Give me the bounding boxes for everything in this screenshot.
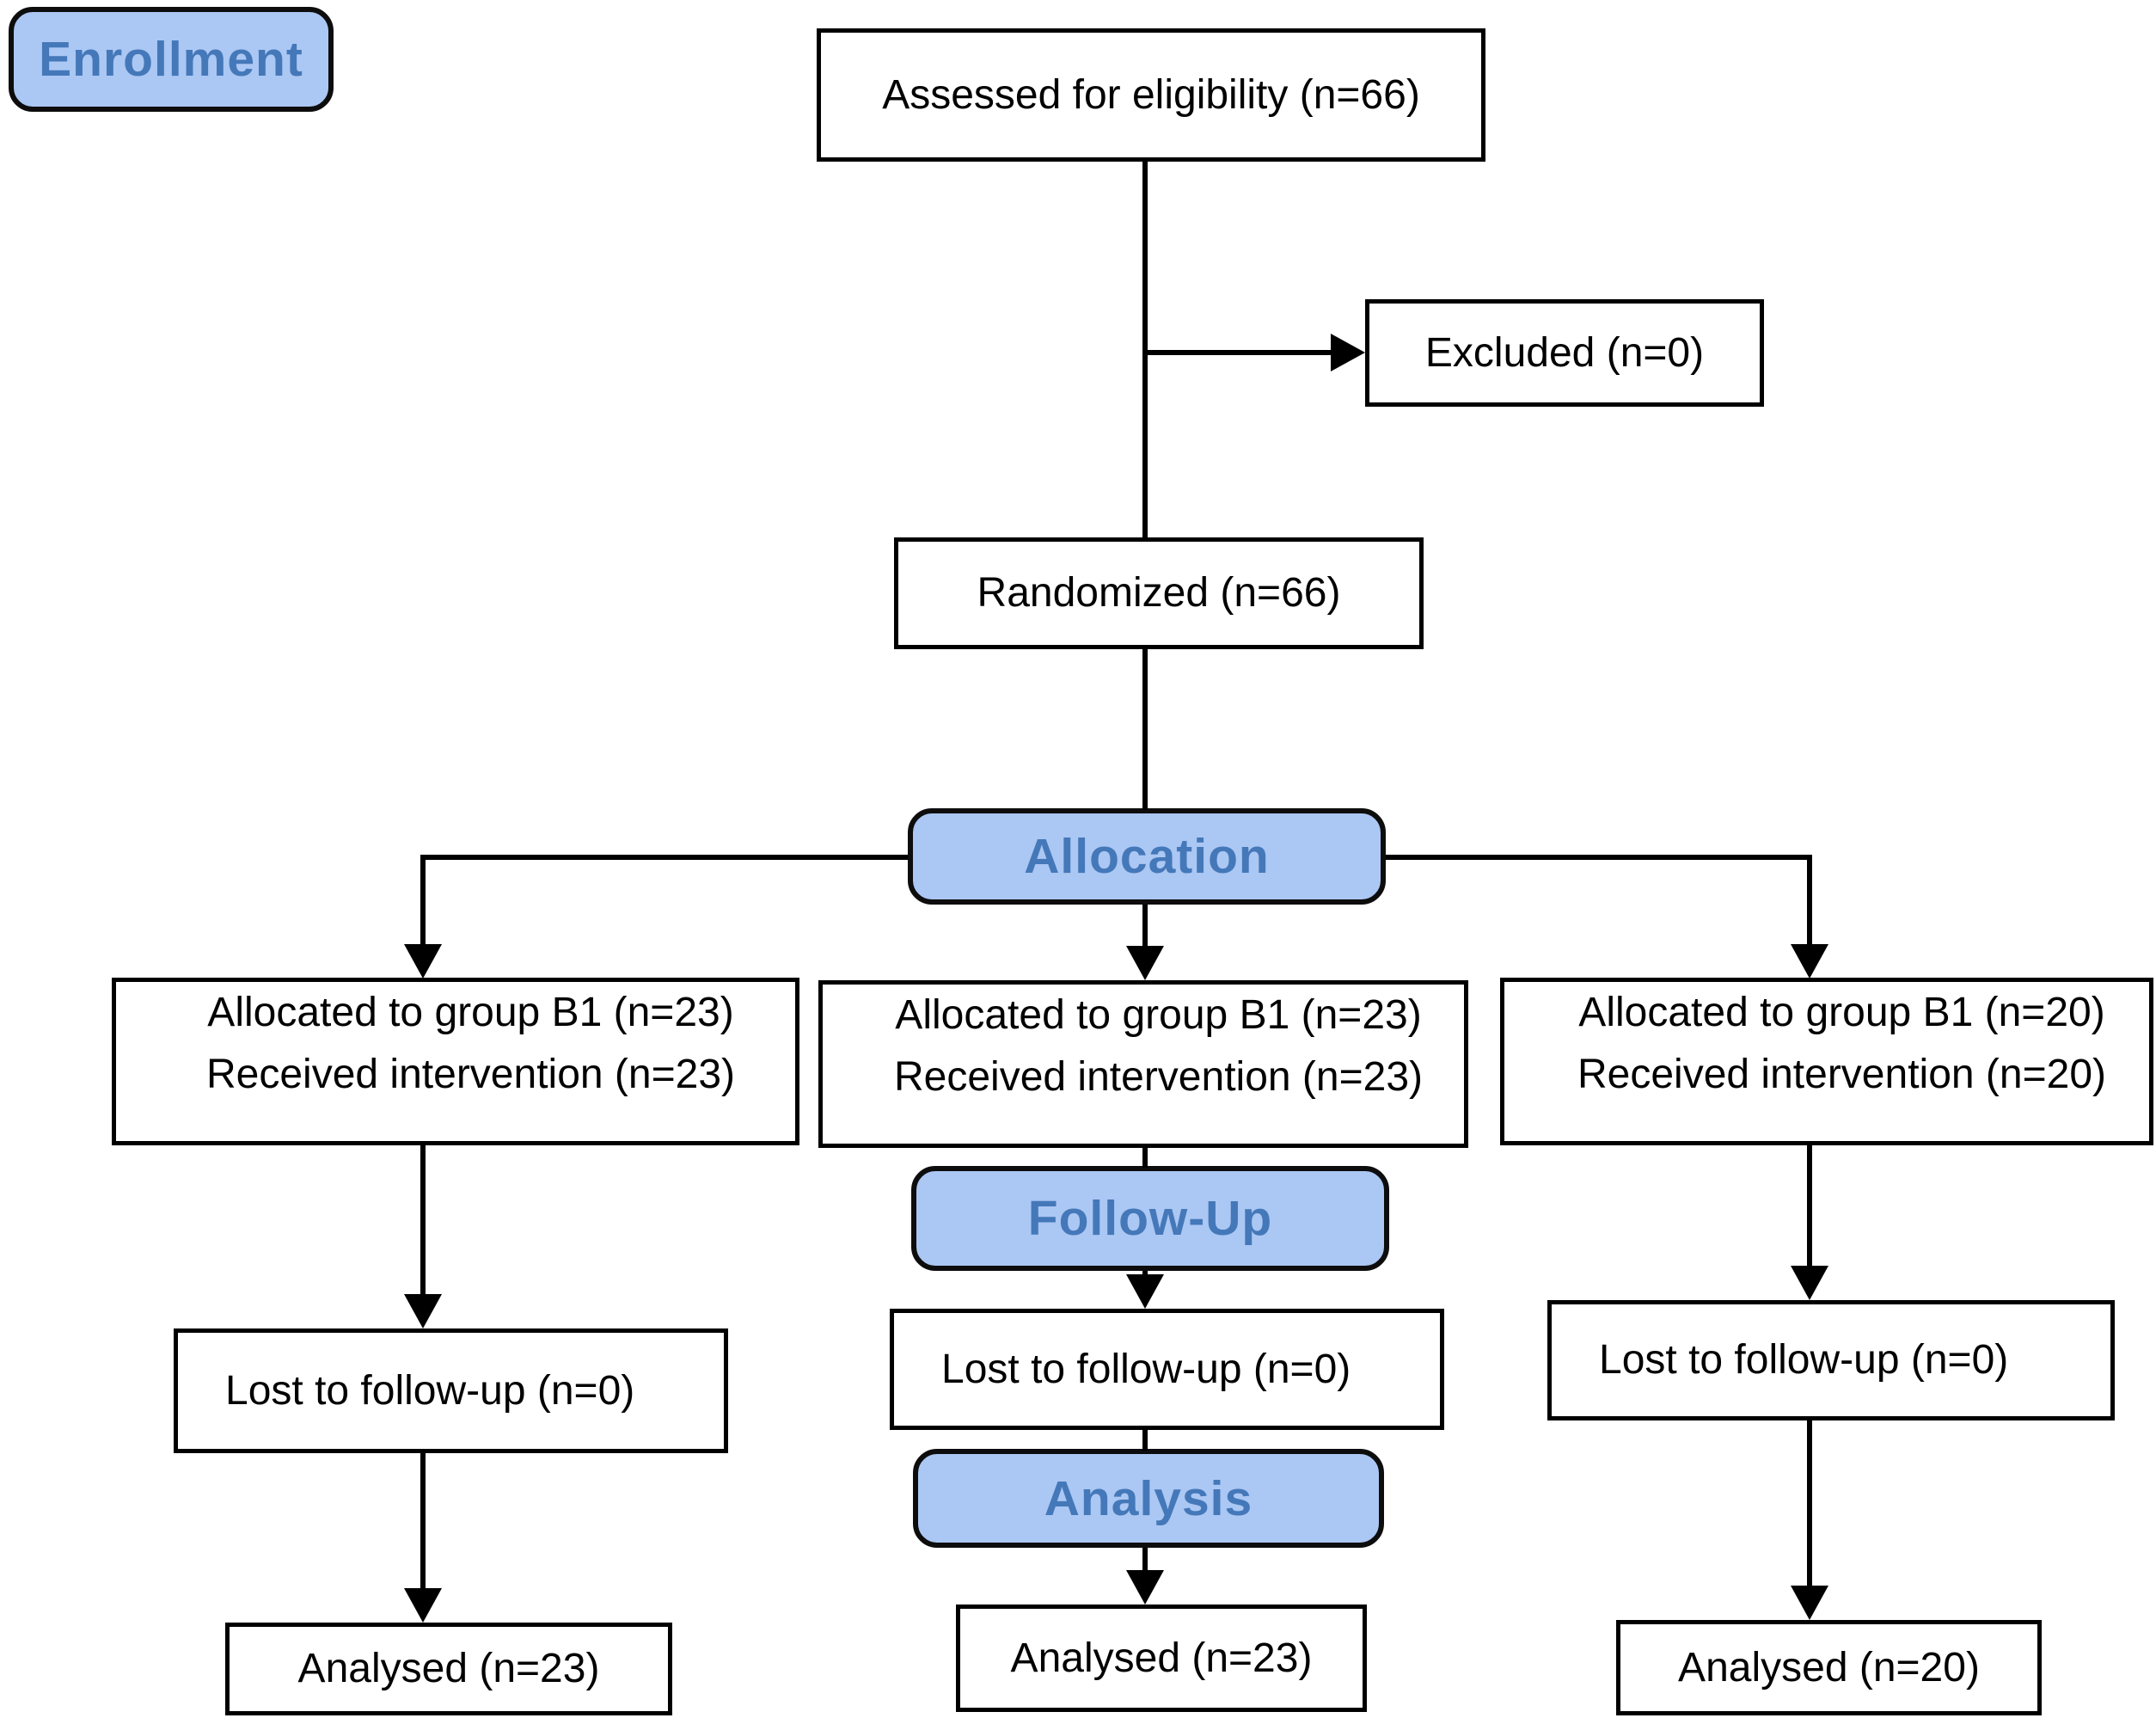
connector-assessed-randomized <box>1142 162 1148 537</box>
connector-lost-analysed-left <box>420 1453 426 1590</box>
connector-randomized-allocation <box>1142 649 1148 810</box>
allocated-box-middle: Allocated to group B1 (n=23) Received in… <box>818 980 1468 1148</box>
stage-analysis: Analysis <box>913 1449 1384 1548</box>
arrowhead-lost-middle <box>1126 1274 1164 1309</box>
arrowhead-allocated-left <box>404 944 442 979</box>
lost-box-right: Lost to follow-up (n=0) <box>1547 1300 2115 1420</box>
connector-allocation-right <box>1807 855 1812 944</box>
analysed-box-right: Analysed (n=20) <box>1616 1620 2042 1715</box>
connector-excluded-line <box>1145 350 1331 355</box>
connector-allocation-left <box>420 855 426 944</box>
arrowhead-lost-left <box>404 1294 442 1328</box>
connector-analysis-analysed <box>1142 1548 1148 1572</box>
allocated-line1: Allocated to group B1 (n=20) <box>1578 990 2105 1035</box>
arrowhead-analysed-middle <box>1126 1570 1164 1604</box>
connector-allocated-lost-left <box>420 1145 426 1296</box>
arrowhead-allocated-right <box>1791 944 1828 979</box>
randomized-box: Randomized (n=66) <box>894 537 1424 649</box>
analysed-box-middle: Analysed (n=23) <box>956 1604 1367 1712</box>
allocated-line1: Allocated to group B1 (n=23) <box>207 990 734 1035</box>
excluded-box: Excluded (n=0) <box>1365 299 1764 407</box>
allocated-box-left: Allocated to group B1 (n=23) Received in… <box>112 978 799 1145</box>
analysed-box-left: Analysed (n=23) <box>225 1623 672 1715</box>
connector-lost-analysed-right <box>1807 1420 1812 1587</box>
stage-allocation: Allocation <box>908 808 1386 905</box>
connector-followup-lost <box>1142 1271 1148 1274</box>
assessed-box: Assessed for eligibility (n=66) <box>817 28 1485 162</box>
lost-box-left: Lost to follow-up (n=0) <box>174 1328 728 1453</box>
lost-box-middle: Lost to follow-up (n=0) <box>890 1309 1444 1430</box>
connector-lost-analysis <box>1142 1430 1148 1451</box>
connector-allocated-lost-right <box>1807 1145 1812 1267</box>
arrowhead-allocated-middle <box>1126 946 1164 980</box>
arrowhead-analysed-left <box>404 1588 442 1623</box>
allocated-line1: Allocated to group B1 (n=23) <box>895 992 1422 1038</box>
allocated-line2: Received intervention (n=20) <box>1577 1052 2107 1097</box>
arrowhead-analysed-right <box>1791 1586 1828 1620</box>
stage-followup: Follow-Up <box>911 1166 1389 1271</box>
arrowhead-excluded <box>1331 334 1365 371</box>
stage-enrollment: Enrollment <box>9 7 334 112</box>
connector-allocation-middle <box>1142 905 1148 946</box>
branch-line-right <box>1386 855 1810 860</box>
connector-allocated-followup <box>1142 1148 1148 1168</box>
allocated-line2: Received intervention (n=23) <box>205 1052 736 1097</box>
arrowhead-lost-right <box>1791 1266 1828 1300</box>
allocated-box-right: Allocated to group B1 (n=20) Received in… <box>1500 978 2153 1145</box>
allocated-line2: Received intervention (n=23) <box>893 1054 1424 1100</box>
branch-line-left <box>423 855 908 860</box>
